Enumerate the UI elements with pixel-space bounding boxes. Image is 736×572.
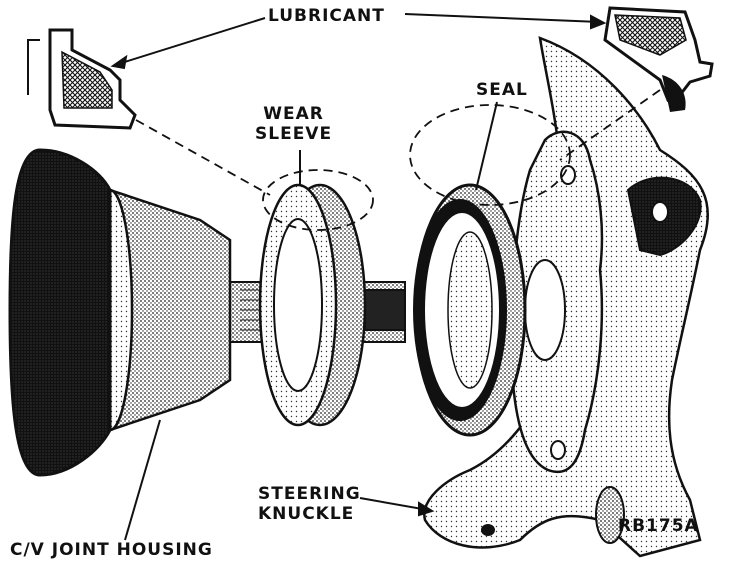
wear-sleeve-label: WEAR SLEEVE — [255, 104, 332, 144]
steering-knuckle-label-line2: KNUCKLE — [258, 504, 355, 524]
cv-joint-housing — [8, 148, 232, 477]
seal — [413, 183, 527, 437]
cv-joint-housing-label: C/V JOINT HOUSING — [10, 540, 213, 560]
lubricant-detail-right — [603, 6, 714, 112]
wear-sleeve-label-line1: WEAR — [263, 104, 324, 124]
steering-knuckle-label-line1: STEERING — [258, 484, 361, 504]
figure-code-label: RB175A — [618, 516, 699, 536]
seal-label: SEAL — [476, 80, 528, 100]
lubricant-detail-left — [27, 28, 137, 130]
detail-outlines — [135, 89, 661, 231]
leader-lines — [110, 13, 607, 541]
steering-knuckle-label: STEERING KNUCKLE — [258, 484, 361, 524]
wear-sleeve — [258, 183, 367, 427]
wear-sleeve-label-line2: SLEEVE — [255, 124, 333, 144]
lubricant-label: LUBRICANT — [268, 6, 385, 26]
